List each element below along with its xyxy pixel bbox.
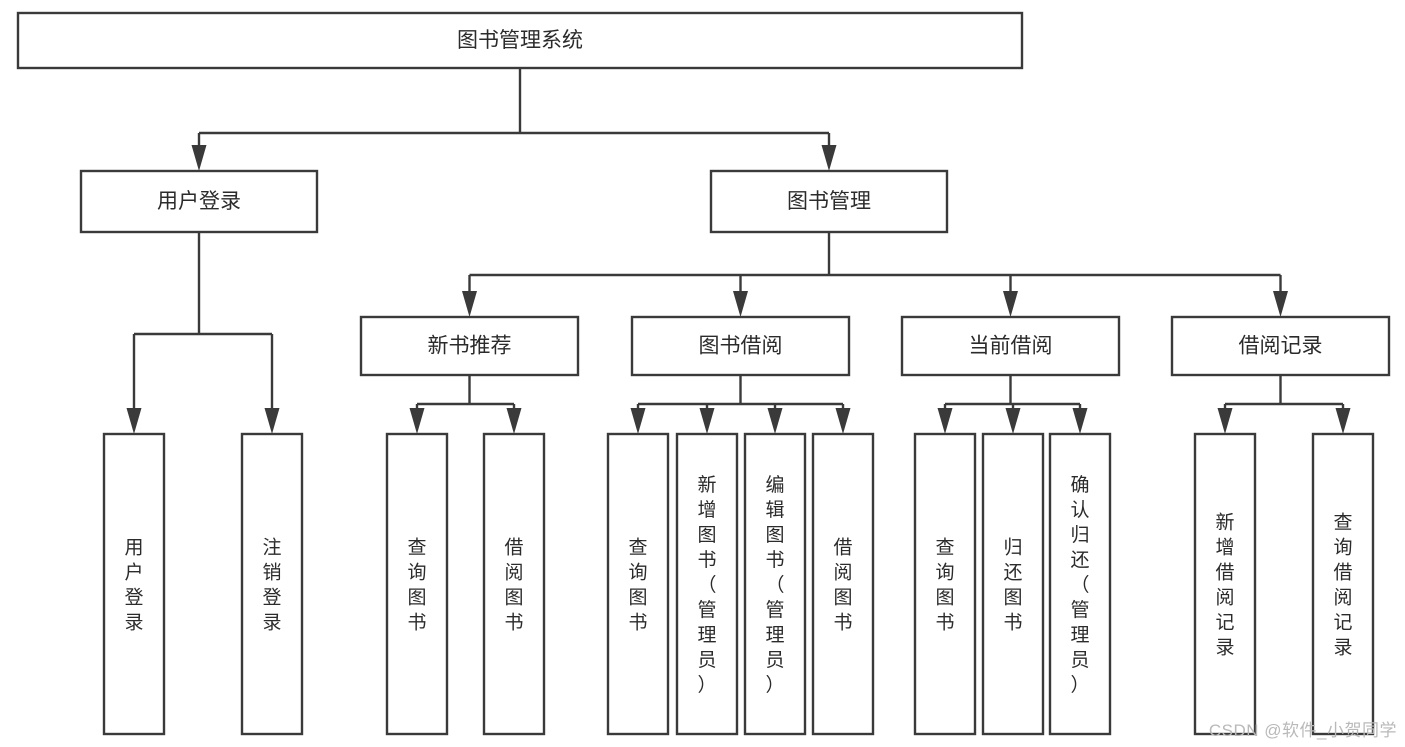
node-label: 图书借阅 <box>699 335 783 358</box>
node-leaf-rec-borrow-book[interactable]: 借阅图书 <box>482 432 546 736</box>
node-leaf-query-record[interactable]: 查询借阅记录 <box>1311 432 1375 736</box>
csdn-watermark: CSDN @软件_小贺同学 <box>1208 721 1397 740</box>
node-leaf-user-login[interactable]: 用户登录 <box>102 432 166 736</box>
node-label: 借阅图书 <box>504 537 523 634</box>
node-new-book-rec[interactable]: 新书推荐 <box>359 315 580 377</box>
node-leaf-add-book[interactable]: 新增图书（管理员） <box>675 432 739 736</box>
connector-group-current-borrow <box>937 375 1088 434</box>
node-leaf-borrow-query-book[interactable]: 查询图书 <box>606 432 670 736</box>
node-label: 查询图书 <box>407 537 426 634</box>
connector-group-book-borrow <box>630 375 851 434</box>
node-layer: 图书管理系统用户登录图书管理新书推荐图书借阅当前借阅借阅记录用户登录注销登录查询… <box>16 11 1391 736</box>
node-leaf-rec-query-book[interactable]: 查询图书 <box>385 432 449 736</box>
node-label: 图书管理 <box>787 190 871 213</box>
node-leaf-cur-query-book[interactable]: 查询图书 <box>913 432 977 736</box>
node-label: 查询图书 <box>628 537 647 634</box>
connector-group-root <box>191 68 837 171</box>
node-label: 新增借阅记录 <box>1215 512 1234 659</box>
node-label: 新书推荐 <box>428 335 512 358</box>
node-leaf-confirm-return[interactable]: 确认归还（管理员） <box>1048 432 1112 736</box>
node-leaf-borrow-book[interactable]: 借阅图书 <box>811 432 875 736</box>
node-label: 借阅图书 <box>833 537 852 634</box>
node-borrow-record[interactable]: 借阅记录 <box>1170 315 1391 377</box>
node-label: 注销登录 <box>262 537 281 634</box>
node-label: 图书管理系统 <box>457 29 583 52</box>
node-book-manage[interactable]: 图书管理 <box>709 169 949 234</box>
node-leaf-return-book[interactable]: 归还图书 <box>981 432 1045 736</box>
node-label: 查询借阅记录 <box>1333 512 1352 659</box>
node-leaf-add-record[interactable]: 新增借阅记录 <box>1193 432 1257 736</box>
node-label: 当前借阅 <box>969 335 1053 358</box>
connector-group-book-manage <box>462 232 1288 317</box>
node-label: 归还图书 <box>1003 537 1022 634</box>
connector-group-borrow-record <box>1217 375 1351 434</box>
node-label: 确认归还（管理员） <box>1070 474 1089 696</box>
connector-group-new-book-rec <box>409 375 522 434</box>
node-label: 用户登录 <box>124 538 143 634</box>
node-book-borrow[interactable]: 图书借阅 <box>630 315 851 377</box>
node-label: 借阅记录 <box>1239 335 1323 358</box>
node-leaf-logout[interactable]: 注销登录 <box>240 432 304 736</box>
node-label: 编辑图书（管理员） <box>765 474 784 696</box>
node-current-borrow[interactable]: 当前借阅 <box>900 315 1121 377</box>
connector-layer <box>126 68 1351 434</box>
node-user-login[interactable]: 用户登录 <box>79 169 319 234</box>
node-leaf-edit-book[interactable]: 编辑图书（管理员） <box>743 432 807 736</box>
node-label: 用户登录 <box>157 190 241 213</box>
connector-group-user-login <box>126 232 280 434</box>
node-label: 新增图书（管理员） <box>697 474 716 696</box>
node-root[interactable]: 图书管理系统 <box>16 11 1024 70</box>
node-label: 查询图书 <box>935 537 954 634</box>
